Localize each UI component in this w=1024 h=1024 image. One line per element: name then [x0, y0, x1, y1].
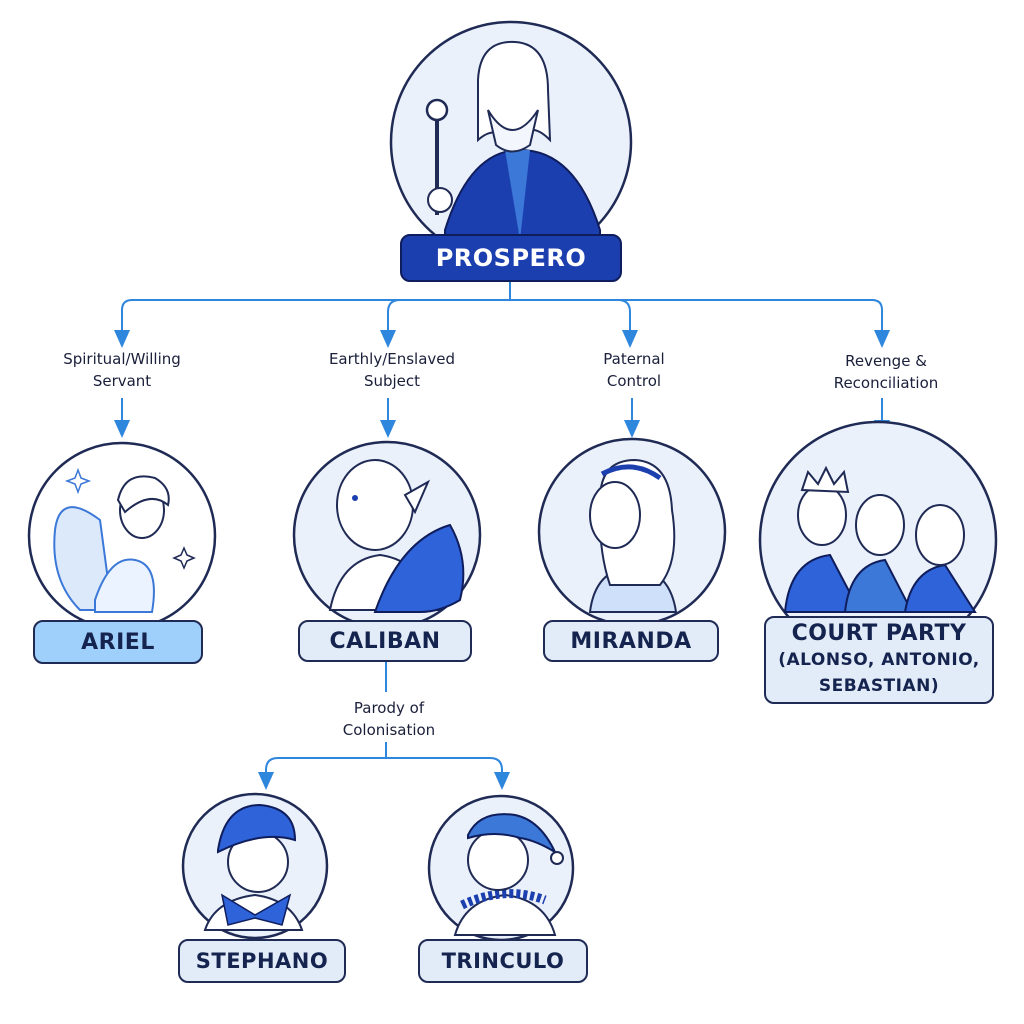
connectors-prospero [121, 282, 883, 335]
court-party-label[interactable]: COURT PARTY (ALONSO, ANTONIO, SEBASTIAN) [764, 616, 994, 704]
relationship-label-ariel: Spiritual/Willing Servant [27, 348, 217, 392]
court-party-members-2: SEBASTIAN) [818, 676, 940, 696]
ariel-portrait [27, 441, 217, 631]
relationship-court-line2: Reconciliation [833, 374, 939, 392]
miranda-label[interactable]: MIRANDA [543, 620, 719, 662]
relationship-label-court: Revenge & Reconciliation [791, 350, 981, 394]
prospero-label[interactable]: PROSPERO [400, 234, 622, 282]
ariel-label[interactable]: ARIEL [33, 620, 203, 664]
relationship-ariel-line1: Spiritual/Willing [63, 350, 181, 368]
court-party-members-1: (ALONSO, ANTONIO, [778, 650, 980, 670]
relationship-court-line1: Revenge & [845, 352, 927, 370]
caliban-portrait [292, 440, 482, 630]
relationship-caliban-line1: Earthly/Enslaved [328, 350, 456, 368]
relationship-label-colonisation: Parody of Colonisation [294, 697, 484, 741]
trinculo-portrait [427, 794, 575, 942]
prospero-portrait [389, 20, 633, 264]
court-party-title: COURT PARTY [791, 621, 967, 646]
relationship-caliban-line2: Subject [363, 372, 421, 390]
stephano-portrait [181, 792, 329, 940]
relationship-label-caliban: Earthly/Enslaved Subject [297, 348, 487, 392]
caliban-label[interactable]: CALIBAN [298, 620, 472, 662]
trinculo-label[interactable]: TRINCULO [418, 939, 588, 983]
relationship-colonisation-line2: Colonisation [342, 721, 436, 739]
relationship-miranda-line1: Paternal [603, 350, 665, 368]
relationship-ariel-line2: Servant [92, 372, 152, 390]
relationship-miranda-line2: Control [606, 372, 662, 390]
connectors-caliban [258, 662, 510, 790]
court-party-portrait [758, 420, 998, 660]
miranda-portrait [537, 437, 727, 627]
relationship-colonisation-line1: Parody of [353, 699, 425, 717]
connector-arrows-top [114, 318, 890, 438]
relationship-label-miranda: Paternal Control [539, 348, 729, 392]
stephano-label[interactable]: STEPHANO [178, 939, 346, 983]
